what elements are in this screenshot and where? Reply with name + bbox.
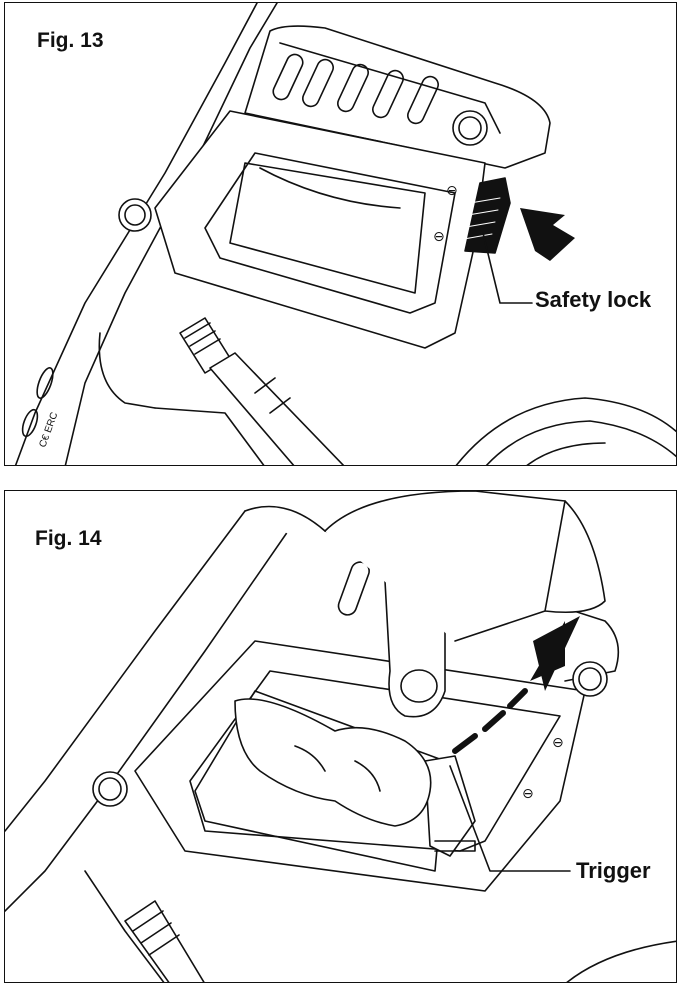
figure-13-panel: C€ ERC ⊖ ⊖ <box>4 2 677 466</box>
trigger <box>424 755 476 857</box>
trigger-blade <box>229 162 426 294</box>
safety-lock-switch <box>464 177 511 254</box>
gun-body-outline <box>14 3 258 465</box>
fingers-on-trigger <box>234 698 432 827</box>
screw-boss-inner <box>458 116 482 140</box>
figure-14-label: Fig. 14 <box>35 527 102 550</box>
lift-arrow-dashes <box>452 688 528 754</box>
gun-body-outline <box>5 510 246 832</box>
safety-lock-texture <box>463 197 501 240</box>
trigger-press-drawing: ⊖ ⊖ <box>5 491 676 982</box>
trigger-leader <box>449 765 571 872</box>
trigger-guard-inner <box>189 670 561 852</box>
lift-arrow-icon <box>530 616 580 691</box>
figure-14-panel: ⊖ ⊖ Fig. 14 Trigger <box>4 490 677 983</box>
gun-body-lower <box>84 870 165 982</box>
push-arrow-icon <box>520 208 575 261</box>
hose-connector <box>124 900 205 982</box>
finger-creases <box>294 745 381 792</box>
screw-boss <box>572 661 608 697</box>
gun-imprint-text: C€ ERC <box>37 411 60 449</box>
unlock-symbol: ⊖ <box>433 229 445 245</box>
grip-rib <box>302 58 334 108</box>
unlock-symbol: ⊖ <box>522 786 534 802</box>
screw-boss-inner <box>578 667 602 691</box>
wheel-outline-inner <box>485 420 676 465</box>
hose-connector-ridges <box>132 910 180 956</box>
grip-slot <box>36 367 54 399</box>
spray-gun-handle-drawing: C€ ERC ⊖ ⊖ <box>14 3 676 465</box>
safety-lock-leader <box>482 232 533 304</box>
screw-boss <box>92 771 128 807</box>
hose-connector-ridges <box>184 322 221 355</box>
screw-boss-inner <box>124 204 146 226</box>
wheel-outline <box>566 940 676 982</box>
handle-top-inner <box>279 42 501 134</box>
grip-rib <box>407 75 439 125</box>
trigger-callout: Trigger <box>576 858 651 883</box>
hand-palm <box>324 491 566 642</box>
wheel-outline <box>455 397 676 465</box>
gun-body-lower <box>154 407 265 465</box>
trigger-blade-edge <box>259 167 401 209</box>
grip-slot <box>21 408 39 438</box>
screw-boss <box>118 198 152 232</box>
screw-boss-inner <box>98 777 122 801</box>
hose-pipe-band <box>254 377 291 414</box>
grip-rib <box>372 69 404 119</box>
trigger-guard-inner <box>204 152 456 314</box>
grip-rib <box>272 53 304 101</box>
wheel-tread <box>526 442 606 465</box>
lock-symbol: ⊖ <box>552 735 564 751</box>
grip-rib <box>337 63 369 113</box>
figure-13-label: Fig. 13 <box>37 29 104 52</box>
gun-body-outline-inner <box>64 3 278 465</box>
trigger-guard-outer <box>154 110 486 349</box>
trigger-detail <box>434 840 476 852</box>
lock-symbol: ⊖ <box>446 183 458 199</box>
screw-boss <box>452 110 488 146</box>
gun-body-shoulder <box>98 332 156 409</box>
safety-lock-callout: Safety lock <box>535 287 652 312</box>
hose-pipe <box>209 352 345 465</box>
fingernail <box>400 669 438 703</box>
